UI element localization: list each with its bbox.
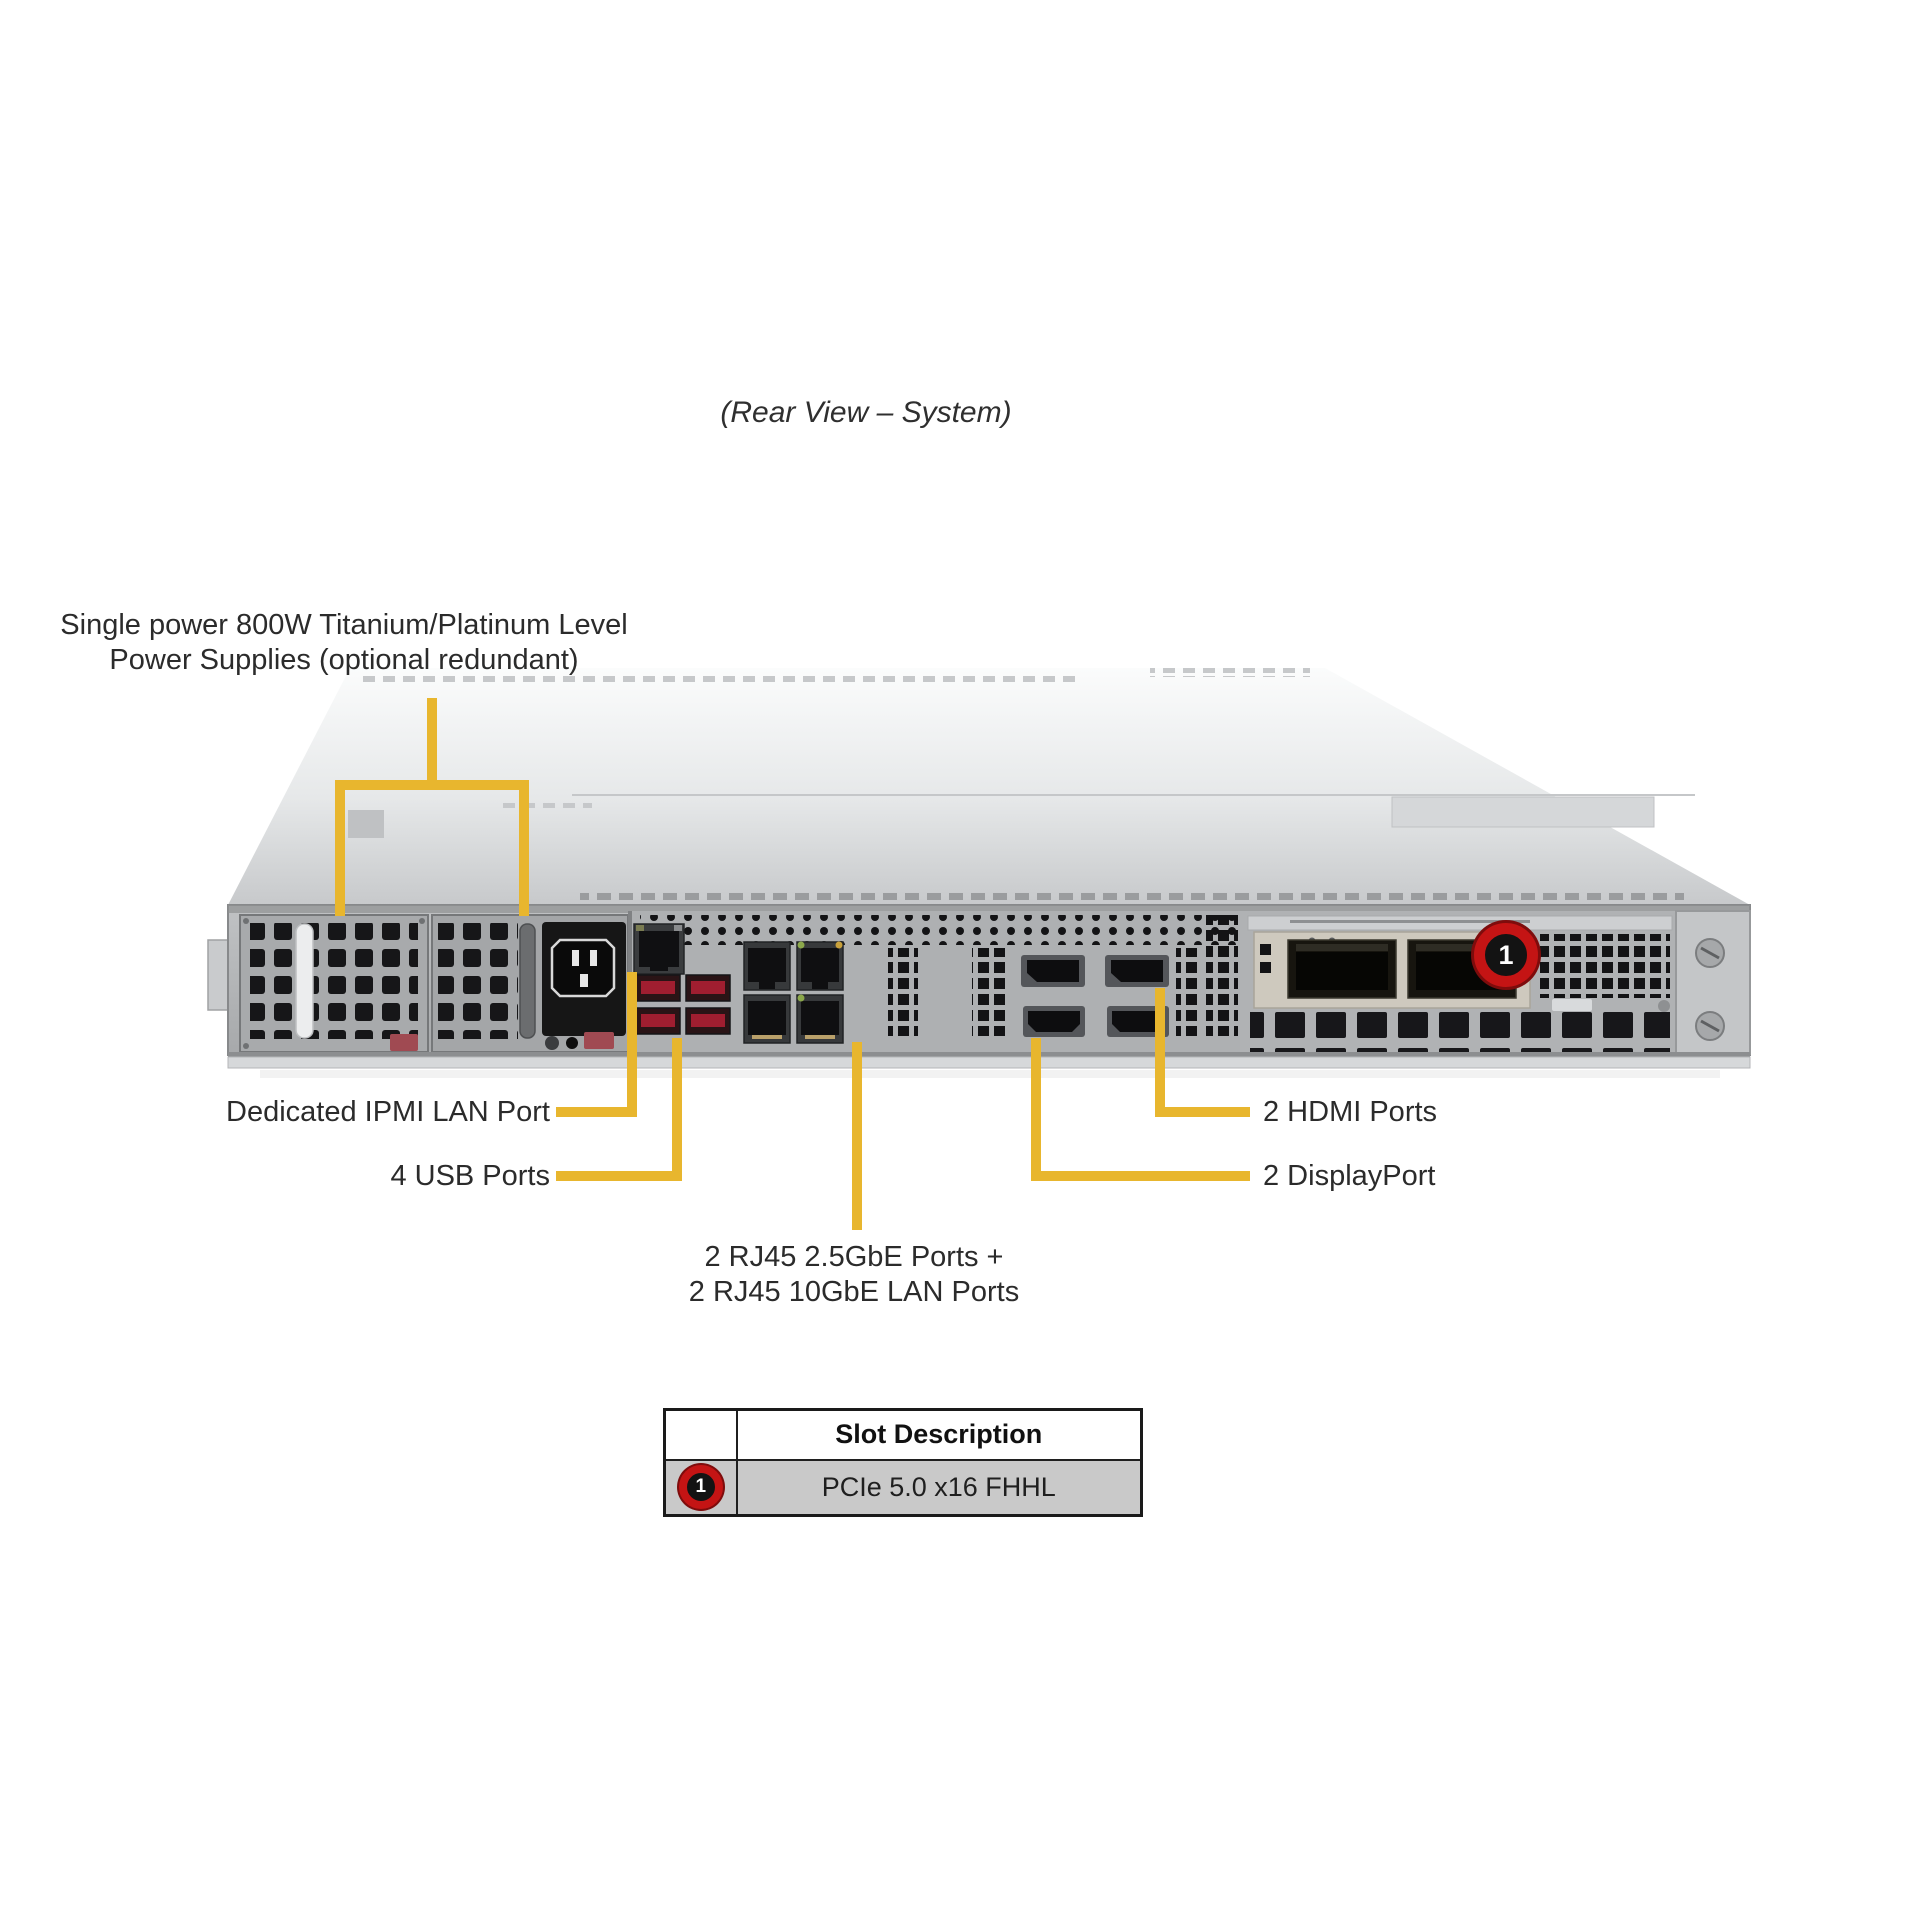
callout-lines [335, 698, 1250, 1230]
table-header-badge-cell [663, 1408, 738, 1461]
table-row: 1 PCIe 5.0 x16 FHHL [663, 1458, 1143, 1517]
slot-description-table: Slot Description 1 PCIe 5.0 x16 FHHL [663, 1408, 1143, 1517]
psu2-handle [519, 923, 536, 1039]
rj45-port [796, 941, 844, 991]
io-vent-column [972, 948, 1008, 1036]
usb-label: 4 USB Ports [390, 1160, 550, 1192]
right-mounting-bracket [1658, 910, 1751, 1055]
rj45-label-line2: 2 RJ45 10GbE LAN Ports [688, 1276, 1020, 1308]
psu2-latch [584, 1032, 614, 1049]
rear-louver-row [580, 891, 1684, 902]
table-row-description: PCIe 5.0 x16 FHHL [735, 1458, 1143, 1517]
rj45-port [796, 994, 844, 1044]
psu-label-line2: Power Supplies (optional redundant) [109, 644, 579, 676]
expansion-vent-lower [1250, 1010, 1670, 1052]
top-tab [348, 810, 384, 838]
psu1-handle [295, 923, 314, 1039]
rj45-port [743, 994, 791, 1044]
chassis-top-cover [228, 668, 1750, 905]
callout-ipmi [556, 972, 637, 1117]
callout-displayport [1031, 1038, 1250, 1181]
psu-bay-2 [431, 914, 629, 1053]
usb-port [685, 1007, 731, 1035]
displayport-ports [1021, 955, 1169, 987]
hdmi-port [1023, 1006, 1085, 1037]
usb-port [635, 1007, 681, 1035]
rj45-label: 2 RJ45 2.5GbE Ports + 2 RJ45 10GbE LAN P… [689, 1240, 1019, 1310]
top-far-vents [360, 674, 1075, 683]
hdmi-ports [1023, 1006, 1169, 1037]
psu1-latch [390, 1034, 418, 1051]
table-row-badge-cell: 1 [663, 1458, 738, 1517]
displayport-port [1021, 955, 1085, 987]
expansion-vent [1540, 934, 1670, 998]
rj45-label-line1: 2 RJ45 2.5GbE Ports + [704, 1241, 1004, 1273]
top-far-vents-right [1150, 668, 1310, 677]
psu-bay-1 [239, 914, 429, 1053]
usb-port [685, 974, 731, 1002]
chassis-bottom-rail [227, 1052, 1751, 1078]
top-step [1391, 796, 1655, 828]
io-top-vents [640, 915, 1238, 945]
io-vent-column [888, 948, 918, 1036]
ipmi-lan-port [633, 923, 685, 975]
slot-1-badge: 1 [1474, 923, 1538, 987]
ac-inlet-socket [550, 938, 616, 998]
table-slot-1-badge: 1 [678, 1465, 723, 1510]
callout-usb [556, 1038, 682, 1181]
psu1-grille [250, 923, 418, 1039]
qsfp-cage [1287, 939, 1397, 999]
usb-port [635, 974, 681, 1002]
usb-ports [635, 974, 731, 1035]
expansion-tab [1552, 999, 1592, 1011]
diagram-title: (Rear View – System) [720, 396, 1012, 429]
rj45-port [743, 941, 791, 991]
displayport-port [1105, 955, 1169, 987]
io-vent-column [1206, 915, 1238, 1036]
table-header-row: Slot Description [663, 1408, 1143, 1461]
expansion-slot-area [1240, 911, 1676, 1054]
table-header-description: Slot Description [735, 1408, 1143, 1461]
hdmi-label: 2 HDMI Ports [1263, 1096, 1438, 1128]
psu2-grille [438, 923, 518, 1039]
thumbscrew [1695, 938, 1725, 968]
callout-psu-branches [335, 780, 529, 916]
io-panel [632, 911, 1240, 1054]
callout-hdmi [1155, 988, 1250, 1117]
hdmi-port [1107, 1006, 1169, 1037]
rj45-lan-ports [743, 941, 844, 1044]
thumbscrew [1695, 1011, 1725, 1041]
io-vent-column [1176, 948, 1202, 1036]
displayport-label: 2 DisplayPort [1263, 1160, 1436, 1192]
psu-label: Single power 800W Titanium/Platinum Leve… [60, 608, 627, 678]
ipmi-label: Dedicated IPMI LAN Port [226, 1096, 550, 1128]
psu-label-line1: Single power 800W Titanium/Platinum Leve… [60, 609, 628, 641]
